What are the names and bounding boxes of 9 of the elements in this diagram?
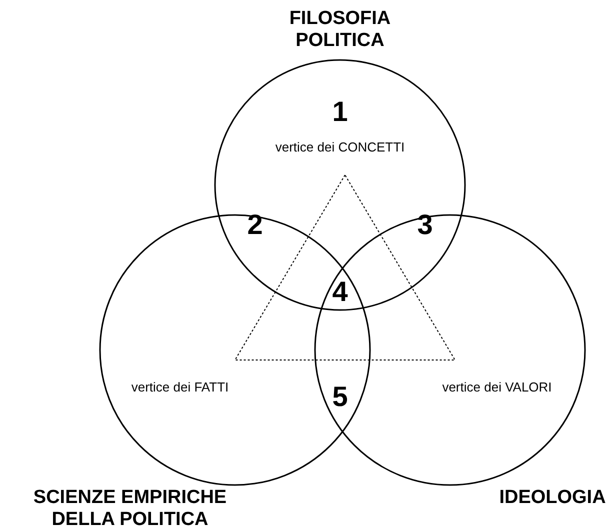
set-heading: FILOSOFIA POLITICA (288, 8, 392, 52)
set-heading: IDEOLOGIA (498, 487, 607, 509)
vertex-label: vertice dei FATTI (131, 380, 229, 394)
vertex-label: vertice dei VALORI (442, 380, 552, 394)
region-number: 1 (332, 97, 348, 127)
region-number: 4 (332, 277, 348, 307)
vertex-label: vertice dei CONCETTI (275, 140, 405, 154)
set-heading: SCIENZE EMPIRICHE DELLA POLITICA (32, 487, 228, 531)
region-number: 5 (332, 382, 348, 412)
